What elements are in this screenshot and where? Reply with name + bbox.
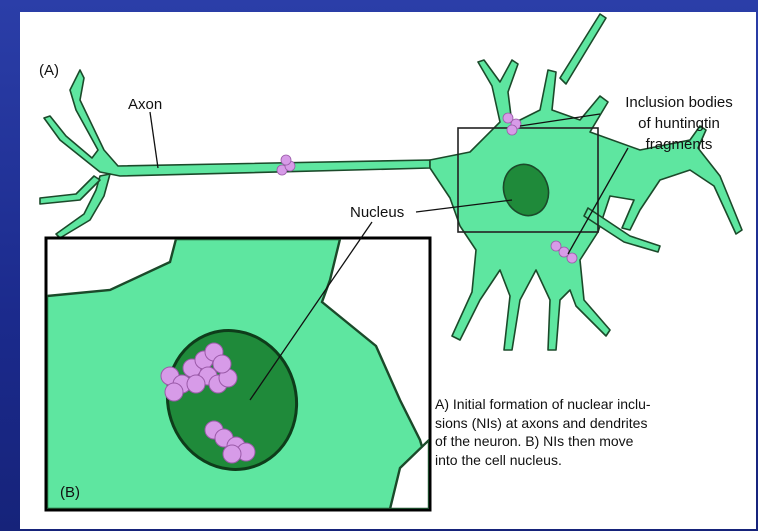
inclusion-label-line: Inclusion bodies — [604, 92, 754, 113]
caption-line: sions (NIs) at axons and dendrites — [435, 414, 745, 433]
caption: A) Initial formation of nuclear inclu- s… — [435, 395, 745, 469]
inclusion-label-line: fragments — [604, 134, 754, 155]
nucleus-label: Nucleus — [350, 204, 404, 222]
inclusion-bodies-label: Inclusion bodies of huntingtin fragments — [604, 92, 754, 155]
axon-label: Axon — [128, 96, 162, 114]
inclusion-label-line: of huntingtin — [604, 113, 754, 134]
axon — [44, 70, 430, 176]
panel-a-label: (A) — [39, 62, 59, 80]
caption-line: into the cell nucleus. — [435, 451, 745, 470]
axon-branch — [56, 174, 110, 238]
dendrite — [560, 14, 606, 84]
caption-line: A) Initial formation of nuclear inclu- — [435, 395, 745, 414]
caption-line: of the neuron. B) NIs then move — [435, 432, 745, 451]
panel-b-label: (B) — [60, 484, 80, 502]
